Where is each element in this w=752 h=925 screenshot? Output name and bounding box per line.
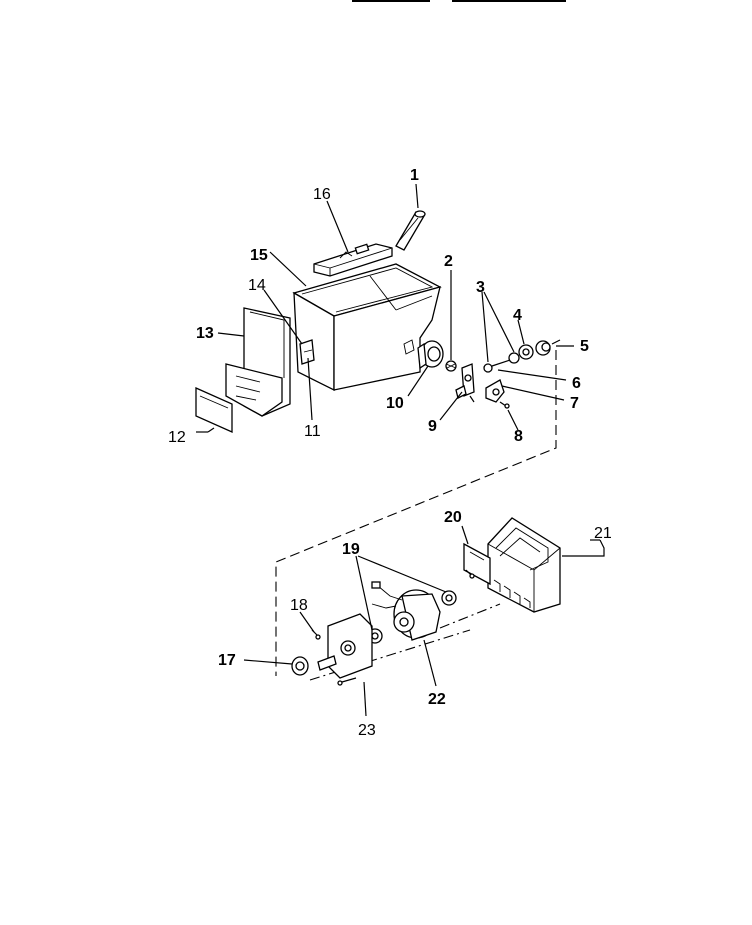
label-part-5: 5 [580, 338, 589, 355]
part-16-bracket [313, 243, 393, 277]
leader-lines [196, 183, 605, 717]
label-part-21: 21 [594, 525, 612, 542]
part-3-washers [483, 352, 520, 373]
part-12-label [195, 386, 233, 434]
label-part-17: 17 [218, 652, 236, 669]
part-20-bracket-plate [463, 542, 491, 586]
part-22-motor [371, 581, 441, 641]
label-part-23: 23 [358, 722, 376, 739]
part-4-nut [518, 344, 534, 360]
label-part-9: 9 [428, 418, 437, 435]
label-part-14: 14 [248, 277, 266, 294]
label-part-3: 3 [476, 279, 485, 296]
label-part-20: 20 [444, 509, 462, 526]
part-23-mounting-plate [317, 613, 373, 686]
part-17-nut [291, 656, 309, 676]
label-part-13: 13 [196, 325, 214, 342]
label-part-15: 15 [250, 247, 268, 264]
label-part-22: 22 [428, 691, 446, 708]
label-part-16: 16 [313, 186, 331, 203]
part-10-coupling [417, 340, 444, 370]
part-15-ice-bucket [292, 263, 442, 392]
part-21-motor-housing [487, 517, 561, 613]
part-6-pin [491, 359, 511, 367]
label-part-11: 11 [304, 423, 321, 440]
label-part-6: 6 [572, 375, 581, 392]
part-2-spring [445, 360, 457, 372]
label-part-12: 12 [168, 429, 186, 446]
label-part-8: 8 [514, 428, 523, 445]
label-part-7: 7 [570, 395, 579, 412]
label-part-19: 19 [342, 541, 360, 558]
label-part-10: 10 [386, 395, 404, 412]
part-8-screw [499, 401, 510, 409]
label-part-1: 1 [410, 167, 419, 184]
part-13-front-panel [225, 307, 291, 417]
part-number-labels: 1 16 15 14 13 12 11 10 2 3 4 5 6 7 8 9 2… [168, 167, 612, 739]
label-part-18: 18 [290, 597, 308, 614]
label-part-2: 2 [444, 253, 453, 270]
part-5-nut [535, 339, 561, 356]
part-9-bracket [455, 363, 475, 403]
part-7-lever [485, 379, 505, 403]
label-part-4: 4 [513, 307, 522, 324]
part-1-shaft [395, 210, 426, 251]
